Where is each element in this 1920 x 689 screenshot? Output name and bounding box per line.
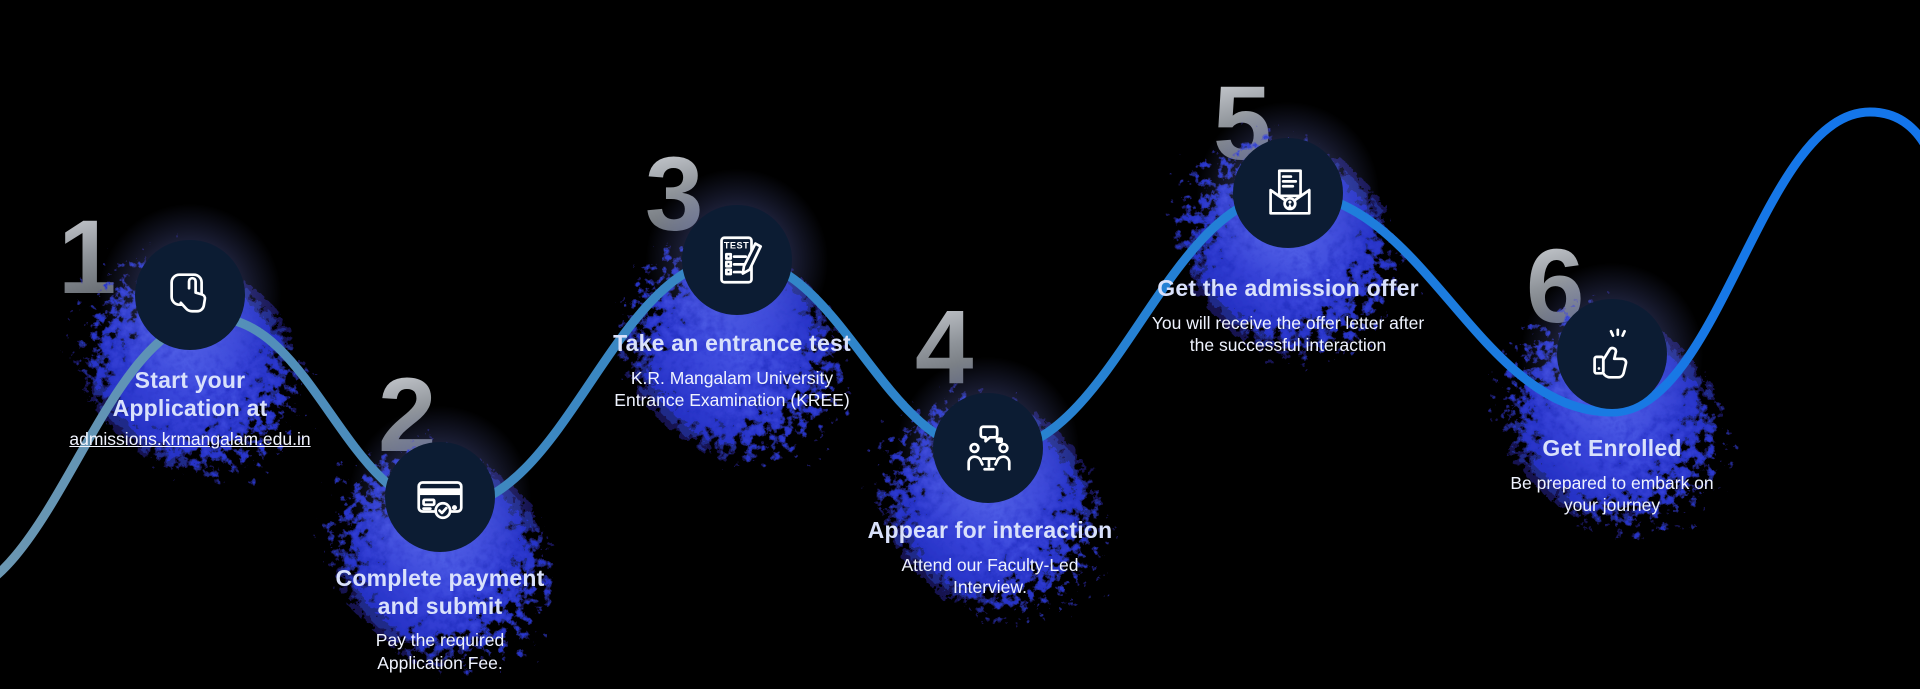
- icon-badge: [1557, 299, 1667, 409]
- step-subtext-line: Application Fee.: [377, 652, 503, 673]
- step-title-line: Get the admission offer: [1157, 275, 1419, 301]
- step-text: Take an entrance test K.R. Mangalam Univ…: [572, 330, 892, 411]
- entrance-test-icon: TEST: [720, 236, 763, 284]
- payment-card-icon: [417, 481, 463, 520]
- step-text: Start your Application at admissions.krm…: [30, 367, 350, 450]
- icon-badge: [933, 393, 1043, 503]
- step-title-line: Appear for interaction: [867, 517, 1113, 543]
- offer-letter-icon: [1269, 169, 1311, 215]
- step-subtext-line: Be prepared to embark on: [1510, 472, 1714, 493]
- step-subtext-line: Interview.: [953, 576, 1027, 597]
- step-subtext-line: the successful interaction: [1189, 334, 1387, 355]
- step-subtext-line: K.R. Mangalam University: [630, 367, 834, 388]
- icon-badge: TEST: [682, 205, 792, 315]
- step-title-line: and submit: [377, 592, 503, 619]
- step-subtext-line: your journey: [1563, 494, 1661, 515]
- icon-badge: [135, 240, 245, 350]
- step-text: Get Enrolled Be prepared to embark on yo…: [1452, 435, 1772, 516]
- step-5: 5 Get the admission offer You will recei…: [1128, 71, 1448, 547]
- icon-badge: [385, 442, 495, 552]
- admissions-link[interactable]: admissions.krmangalam.edu.in: [69, 429, 311, 450]
- icon-badge: [1233, 138, 1343, 248]
- step-subtext-line: Pay the required: [375, 630, 505, 651]
- step-text: Get the admission offer You will receive…: [1098, 275, 1478, 356]
- step-text: Complete payment and submit Pay the requ…: [280, 565, 600, 674]
- step-title-line: Application at: [112, 394, 268, 421]
- step-subtext-line: Entrance Examination (KREE): [614, 389, 850, 410]
- step-text: Appear for interaction Attend our Facult…: [830, 517, 1150, 598]
- step-title-line: Take an entrance test: [613, 330, 851, 356]
- tap-icon: [170, 273, 207, 313]
- interview-icon: [967, 425, 1011, 471]
- step-title-line: Start your: [134, 367, 246, 393]
- step-subtext-line: You will receive the offer letter after: [1151, 312, 1425, 333]
- thumbs-up-icon: [1593, 328, 1628, 379]
- step-subtext-line: Attend our Faculty-Led: [901, 554, 1079, 575]
- step-title-line: Complete payment: [335, 565, 545, 591]
- step-title-line: Get Enrolled: [1542, 435, 1682, 461]
- test-icon-label: TEST: [724, 240, 749, 250]
- step-6: 6 Get Enrolled Be prepared to embark on …: [1452, 234, 1772, 689]
